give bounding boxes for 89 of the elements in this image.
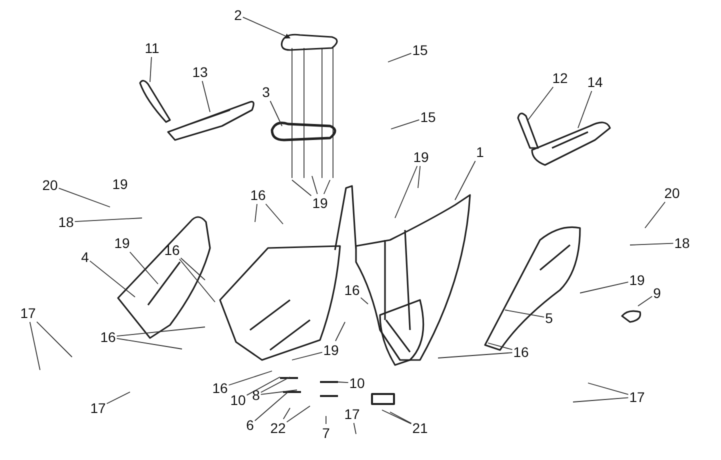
callout-number: 5	[545, 310, 553, 326]
callout-number: 17	[20, 305, 36, 321]
leader-line	[202, 80, 210, 112]
callout-number: 14	[587, 74, 603, 90]
leader-line	[394, 166, 418, 218]
leader-line	[228, 370, 272, 386]
leader-line	[312, 176, 318, 194]
leader-line	[150, 56, 152, 82]
callout-number: 19	[323, 342, 339, 358]
callout-number: 18	[58, 214, 74, 230]
leader-line	[578, 90, 592, 128]
leader-line	[242, 16, 290, 38]
callout-number: 19	[312, 195, 328, 211]
leader-line	[644, 202, 666, 228]
leader-line	[504, 310, 545, 318]
leader-line	[382, 410, 412, 424]
callout-number: 11	[144, 40, 160, 56]
callout-number: 19	[114, 235, 130, 251]
leader-line	[36, 321, 72, 358]
leader-line	[580, 282, 629, 294]
callout-number: 16	[212, 380, 228, 396]
leader-line	[390, 412, 412, 424]
callout-number: 4	[81, 249, 89, 265]
callout-number: 19	[413, 149, 429, 165]
leader-line	[454, 160, 476, 200]
leader-line	[179, 258, 216, 302]
callout-number: 16	[513, 344, 529, 360]
leader-line	[246, 376, 280, 396]
callout-number: 18	[674, 235, 690, 251]
leader-line	[260, 376, 290, 393]
callout-number: 16	[250, 187, 266, 203]
leader-line	[292, 352, 323, 360]
leader-line	[528, 86, 554, 120]
leader-line	[58, 188, 110, 208]
leader-line	[638, 296, 653, 306]
leader-line	[282, 408, 290, 420]
leader-line	[388, 52, 412, 62]
leader-line	[338, 382, 349, 383]
callout-number: 19	[112, 176, 128, 192]
leader-line	[106, 392, 130, 404]
callout-number: 13	[192, 64, 208, 80]
leader-line	[180, 258, 206, 280]
leader-line	[572, 397, 629, 402]
leader-line	[29, 322, 40, 370]
leader-line	[630, 242, 674, 246]
leader-line	[270, 100, 282, 126]
callout-number: 3	[262, 84, 270, 100]
callout-number: 20	[664, 185, 680, 201]
callout-number: 15	[420, 109, 436, 125]
callout-number: 12	[552, 70, 568, 86]
leader-line	[74, 218, 142, 222]
callout-number: 15	[412, 42, 428, 58]
leader-line	[254, 392, 288, 422]
callout-number: 9	[653, 285, 661, 301]
leader-line	[265, 204, 284, 224]
callout-number: 21	[412, 420, 428, 436]
callout-number: 19	[629, 272, 645, 288]
leader-line	[353, 422, 356, 434]
callout-number: 8	[252, 387, 260, 403]
leader-line	[335, 322, 346, 342]
leader-line	[438, 352, 513, 358]
leader-line	[360, 297, 368, 304]
callout-number: 16	[164, 242, 180, 258]
leader-line	[260, 390, 298, 395]
callout-number: 1	[476, 144, 484, 160]
leader-line	[286, 406, 310, 422]
callout-number: 10	[349, 375, 365, 391]
leader-line	[129, 252, 158, 284]
callout-number: 7	[322, 425, 330, 441]
leader-line	[323, 180, 330, 194]
callout-number: 20	[42, 177, 58, 193]
leader-line	[89, 260, 136, 298]
callout-number: 10	[230, 392, 246, 408]
leader-line	[254, 204, 258, 222]
leader-line	[488, 342, 513, 350]
callout-number: 17	[90, 400, 106, 416]
callout-number: 17	[629, 389, 645, 405]
callout-number: 6	[246, 417, 254, 433]
leader-line	[116, 326, 206, 337]
leader-line	[292, 180, 312, 196]
callout-number: 17	[344, 406, 360, 422]
leader-line	[588, 382, 629, 395]
leader-line	[116, 338, 182, 350]
callout-number: 16	[344, 282, 360, 298]
leader-line	[390, 119, 420, 130]
callout-number: 22	[270, 420, 286, 436]
callout-number: 2	[234, 7, 242, 23]
callout-number: 16	[100, 329, 116, 345]
leader-line	[418, 166, 421, 188]
